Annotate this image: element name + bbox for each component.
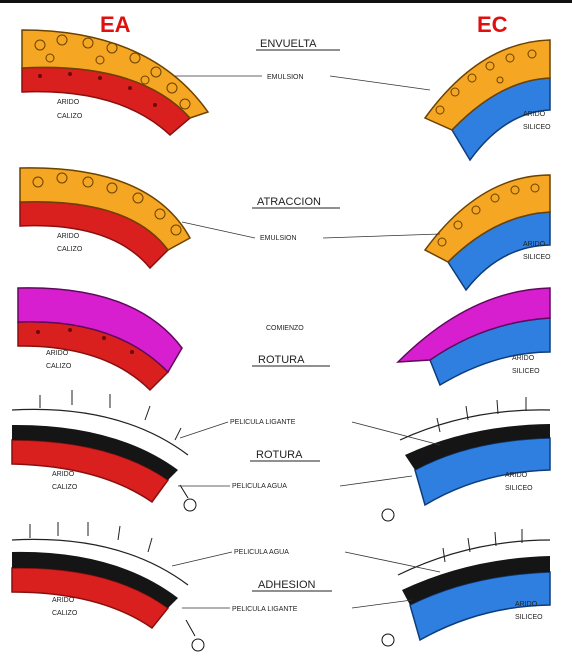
right-droplets <box>435 49 537 115</box>
top-rule <box>0 0 572 3</box>
left-droplet-arrow <box>185 619 196 637</box>
stage-label: ROTURA <box>256 449 303 461</box>
right-binder-film <box>402 556 550 605</box>
left-aggregate-line1: ARIDO <box>52 471 75 478</box>
right-emulsion-coat <box>423 174 551 263</box>
left-droplet-arrow <box>179 484 189 499</box>
connector-label: EMULSION <box>260 235 297 242</box>
left-emulsion-coat <box>19 167 192 251</box>
right-water-film-arc <box>399 409 551 441</box>
stage-label: ROTURA <box>258 354 305 366</box>
film-top-line-left <box>179 421 229 439</box>
right-aggregate-line1: ARIDO <box>523 111 546 118</box>
right-aggregate-line1: ARIDO <box>505 472 528 479</box>
left-aggregate-line1: ARIDO <box>57 233 80 240</box>
connector-line-left <box>181 221 256 239</box>
left-arrows <box>39 390 182 441</box>
film-top-label: PELICULA AGUA <box>234 549 289 556</box>
left-aggregate-line1: ARIDO <box>52 597 75 604</box>
right-water-droplet-icon <box>381 508 395 522</box>
right-aggregate-line2: SILICEO <box>523 124 551 131</box>
right-aggregate-band <box>409 571 551 642</box>
left-arrows <box>29 522 153 553</box>
film-bottom-line-right <box>339 475 413 487</box>
stage-subtitle: COMIENZO <box>266 325 304 332</box>
connector-label: EMULSION <box>267 74 304 81</box>
panel-atraccion: ARIDO CALIZO ARIDO SILICEO ATRACCION EMU… <box>19 167 551 292</box>
right-droplets <box>437 183 540 247</box>
left-water-film-arc <box>11 408 189 456</box>
right-water-film-arc <box>397 539 551 576</box>
left-aggregate-line2: CALIZO <box>46 363 72 370</box>
right-aggregate-line1: ARIDO <box>512 355 535 362</box>
panel-rotura-films: ARIDO CALIZO ARIDO SILICEO PELICULA LIGA… <box>11 390 551 522</box>
right-arrows <box>436 397 527 433</box>
panel-envuelta: ARIDO CALIZO ARIDO SILICEO ENVUELTA EMUL… <box>21 29 551 162</box>
left-aggregate-band <box>11 567 170 630</box>
header-ea: EA <box>100 12 131 37</box>
film-bottom-line-right <box>351 599 413 609</box>
left-aggregate-line2: CALIZO <box>52 484 78 491</box>
right-aggregate-line2: SILICEO <box>512 368 540 375</box>
left-water-film-arc <box>11 538 189 586</box>
stage-label: ENVUELTA <box>260 38 317 50</box>
connector-line-right <box>322 233 441 239</box>
film-top-line-left <box>171 551 233 567</box>
right-arrows <box>442 529 523 563</box>
right-aggregate-line1: ARIDO <box>523 241 546 248</box>
stage-label: ADHESION <box>258 579 316 591</box>
film-bottom-label: PELICULA AGUA <box>232 483 287 490</box>
right-binder-coat <box>396 287 551 363</box>
left-binder-film <box>12 424 178 480</box>
left-droplets <box>32 172 182 236</box>
right-binder-film <box>405 424 550 470</box>
right-water-droplet-icon <box>381 633 395 647</box>
left-droplets <box>34 34 191 110</box>
film-bottom-label: PELICULA LIGANTE <box>232 606 298 613</box>
film-top-label: PELICULA LIGANTE <box>230 419 296 426</box>
right-emulsion-coat <box>423 39 551 131</box>
left-red-grain <box>38 72 157 107</box>
right-aggregate-line1: ARIDO <box>515 601 538 608</box>
left-aggregate-line2: CALIZO <box>57 113 83 120</box>
right-aggregate-line2: SILICEO <box>523 254 551 261</box>
left-aggregate-line1: ARIDO <box>57 99 80 106</box>
left-binder-film <box>12 551 178 608</box>
right-aggregate-line2: SILICEO <box>505 485 533 492</box>
left-water-droplet-icon <box>191 638 205 652</box>
film-top-line-right <box>351 421 441 446</box>
header-ec: EC <box>477 12 508 37</box>
panel-adhesion: ARIDO CALIZO ARIDO SILICEO PELICULA AGUA… <box>11 522 551 652</box>
left-emulsion-coat <box>21 29 210 119</box>
panel-rotura-comienzo: ARIDO CALIZO ARIDO SILICEO COMIENZO ROTU… <box>17 287 551 392</box>
left-aggregate-line1: ARIDO <box>46 350 69 357</box>
left-red-grain <box>36 328 134 354</box>
left-aggregate-line2: CALIZO <box>57 246 83 253</box>
left-aggregate-band <box>11 439 170 504</box>
left-binder-coat <box>17 287 183 374</box>
connector-line-right <box>329 75 431 91</box>
left-aggregate-line2: CALIZO <box>52 610 78 617</box>
left-water-droplet-icon <box>183 498 197 512</box>
right-aggregate-line2: SILICEO <box>515 614 543 621</box>
stage-label: ATRACCION <box>257 196 321 208</box>
film-top-line-right <box>344 551 441 573</box>
